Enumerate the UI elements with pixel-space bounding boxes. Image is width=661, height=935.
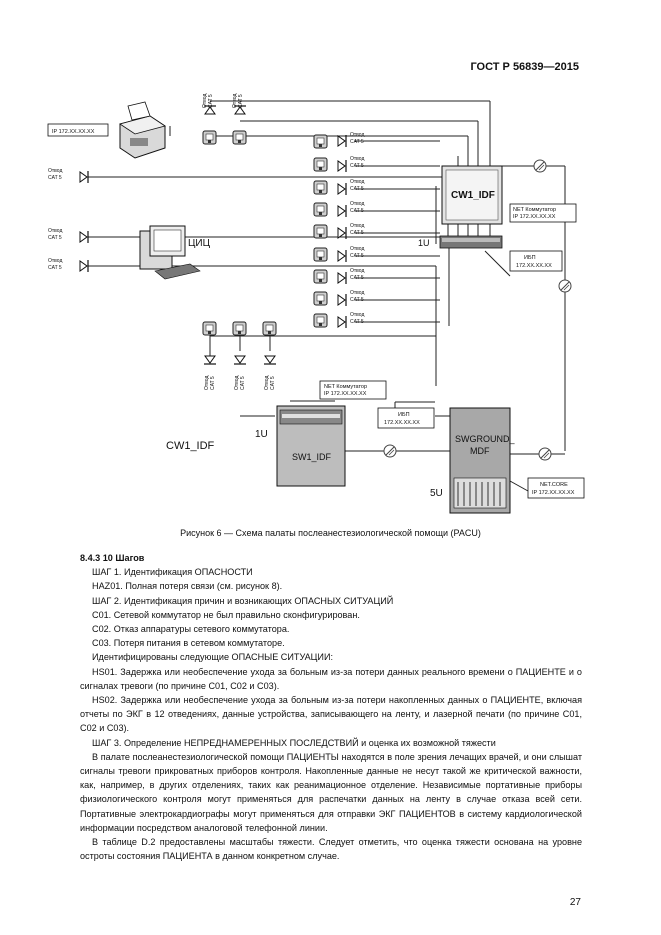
svg-text:CAT 5: CAT 5 (350, 139, 364, 145)
ups-2-ip: 172.XX.XX.XX (384, 420, 420, 426)
central-station-label: ЦИЦ (188, 238, 211, 249)
paragraph: ШАГ 2. Идентификация причин и возникающи… (92, 595, 394, 606)
printer: IP 172.XX.XX.XX (47, 101, 166, 159)
sw1-idf-label: SW1_IDF (292, 452, 332, 462)
svg-text:CAT 5: CAT 5 (48, 175, 62, 181)
svg-text:Отвод: Отвод (48, 168, 62, 174)
swground-mdf: SWGROUND_ MDF 5U NET.CORE IP 172.XX.XX.X… (430, 407, 585, 514)
svg-text:Отвод: Отвод (350, 156, 364, 162)
standard-number: ГОСТ Р 56839—2015 (470, 61, 579, 73)
paragraph: ШАГ 1. Идентификация ОПАСНОСТИ (92, 567, 253, 578)
body-text: 8.4.3 10 Шагов ШАГ 1. Идентификация ОПАС… (80, 551, 582, 863)
net-core-label: NET.CORE (540, 482, 568, 488)
svg-text:Отвод: Отвод (350, 246, 364, 252)
svg-text:Отвод: Отвод (48, 228, 62, 234)
svg-text:CAT 5: CAT 5 (210, 376, 216, 390)
paragraph: C02. Отказ аппаратуры сетевого коммутато… (92, 624, 290, 635)
svg-text:Отвод: Отвод (204, 376, 210, 390)
net-switch-1-ip: IP 172.XX.XX.XX (513, 214, 556, 220)
rack-5u: 5U (430, 488, 443, 499)
svg-text:Отвод: Отвод (350, 268, 364, 274)
swground-label-2: MDF (470, 446, 490, 456)
top-outlets: Отвод CAT 5 Отвод CAT 5 (202, 94, 247, 145)
ups-1-label: ИБП (524, 255, 536, 261)
paragraph: Идентифицированы следующие ОПАСНЫЕ СИТУА… (92, 652, 334, 663)
paragraph: C01. Сетевой коммутатор не был правильно… (92, 609, 360, 620)
central-station: ЦИЦ (139, 225, 211, 280)
svg-text:CAT 5: CAT 5 (350, 319, 364, 325)
net-switch-1-label: NET Коммутатор (513, 207, 556, 213)
paragraph: ШАГ 3. Определение НЕПРЕДНАМЕРЕННЫХ ПОСЛ… (92, 737, 496, 748)
figure-caption: Рисунок 6 — Схема палаты послеанестезиол… (180, 528, 481, 538)
ups-2-label: ИБП (398, 412, 410, 418)
paragraph: HS01. Задержка или необеспечение ухода з… (80, 666, 582, 691)
svg-text:Отвод: Отвод (48, 258, 62, 264)
printer-ip: IP 172.XX.XX.XX (52, 129, 95, 135)
svg-text:CAT 5: CAT 5 (350, 163, 364, 169)
net-switch-2-ip: IP 172.XX.XX.XX (324, 391, 367, 397)
svg-text:Отвод: Отвод (350, 201, 364, 207)
cw1-idf-label: CW1_IDF (166, 440, 215, 452)
svg-text:Отвод: Отвод (350, 223, 364, 229)
svg-text:Отвод: Отвод (350, 179, 364, 185)
svg-text:Отвод: Отвод (232, 94, 238, 108)
section-heading: 8.4.3 10 Шагов (80, 553, 145, 563)
paragraph: HS02. Задержка или необеспечение ухода з… (80, 695, 582, 734)
paragraph: В таблице D.2 предоставлены масштабы тяж… (80, 837, 582, 862)
left-outlets: Отвод CAT 5 Отвод CAT 5 Отвод CAT 5 (48, 168, 89, 273)
cw1-idf-box-label: CW1_IDF (451, 190, 495, 201)
svg-text:CAT 5: CAT 5 (350, 186, 364, 192)
ups-1-ip: 172.XX.XX.XX (516, 263, 552, 269)
svg-text:CAT 5: CAT 5 (238, 94, 244, 108)
rack-1u-top: 1U (418, 238, 430, 248)
svg-text:CAT 5: CAT 5 (48, 235, 62, 241)
net-switch-2-label: NET Коммутатор (324, 384, 367, 390)
svg-text:Отвод: Отвод (264, 376, 270, 390)
svg-text:CAT 5: CAT 5 (48, 265, 62, 271)
ups-1: ИБП 172.XX.XX.XX (509, 250, 563, 272)
svg-text:CAT 5: CAT 5 (240, 376, 246, 390)
svg-text:Отвод: Отвод (202, 94, 208, 108)
paragraph: HAZ01. Полная потеря связи (см. рисунок … (92, 581, 283, 592)
paragraph: В палате послеанестезиологической помощи… (80, 751, 582, 833)
svg-text:Отвод: Отвод (350, 132, 364, 138)
paragraph: C03. Потеря питания в сетевом коммутатор… (92, 638, 285, 649)
svg-text:CAT 5: CAT 5 (350, 253, 364, 259)
svg-text:CAT 5: CAT 5 (270, 376, 276, 390)
bottom-outlets: Отвод CAT 5 Отвод CAT 5 Отвод CAT 5 (202, 321, 277, 390)
svg-text:Отвод: Отвод (234, 376, 240, 390)
rack-1u-bottom: 1U (255, 429, 268, 440)
ups-2: ИБП 172.XX.XX.XX (377, 407, 435, 429)
net-core-ip: IP 172.XX.XX.XX (532, 490, 575, 496)
swground-label-1: SWGROUND_ (455, 434, 515, 444)
sw1-idf-rack: NET Коммутатор IP 172.XX.XX.XX CW1_IDF 1… (166, 380, 387, 487)
network-diagram: Отвод CAT 5 Отвод CAT 5 IP 172.XX.XX.XX … (40, 86, 630, 521)
svg-text:Отвод: Отвод (350, 290, 364, 296)
svg-text:CAT 5: CAT 5 (350, 230, 364, 236)
svg-text:CAT 5: CAT 5 (350, 275, 364, 281)
svg-text:CAT 5: CAT 5 (350, 208, 364, 214)
svg-text:CAT 5: CAT 5 (208, 94, 214, 108)
svg-text:CAT 5: CAT 5 (350, 297, 364, 303)
page-number: 27 (569, 897, 581, 908)
svg-text:Отвод: Отвод (350, 312, 364, 318)
cw1-idf-cabinet: CW1_IDF NET Коммутатор IP 172.XX.XX.XX 1… (418, 165, 577, 249)
